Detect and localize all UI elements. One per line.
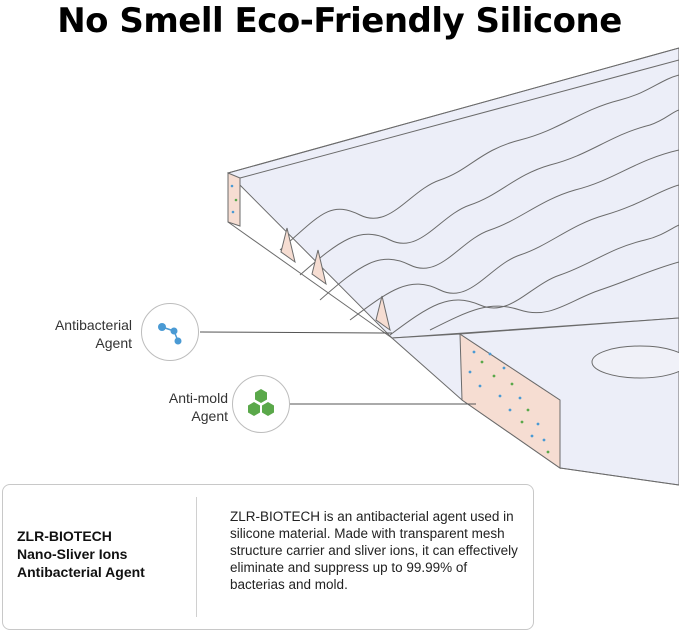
antibacterial-leader-line	[199, 331, 393, 334]
agent-dots	[230, 184, 550, 454]
antimold-label: Anti-mold Agent	[108, 389, 228, 425]
info-description: ZLR-BIOTECH is an antibacterial agent us…	[230, 509, 518, 592]
antibacterial-label-line2: Agent	[95, 335, 132, 351]
antibacterial-label-line1: Antibacterial	[54, 317, 132, 333]
info-heading-line3: Antibacterial Agent	[17, 564, 145, 580]
info-divider	[196, 497, 197, 617]
info-heading-line2: Nano-Sliver Ions	[17, 546, 128, 562]
antimold-label-line2: Agent	[191, 408, 228, 424]
antibacterial-icon-circle	[141, 303, 199, 361]
antibacterial-label: Antibacterial Agent	[12, 316, 132, 352]
antimold-icon-circle	[232, 375, 290, 433]
molecule-icon	[158, 323, 182, 345]
mat-top-surface	[227, 47, 679, 339]
hexagon-cluster-icon	[248, 389, 274, 416]
slab-recess	[591, 345, 679, 379]
info-box: ZLR-BIOTECH Nano-Sliver Ions Antibacteri…	[2, 484, 534, 630]
info-heading: ZLR-BIOTECH Nano-Sliver Ions Antibacteri…	[17, 527, 187, 581]
antimold-label-line1: Anti-mold	[168, 390, 228, 406]
page-title: No Smell Eco-Friendly Silicone	[57, 1, 622, 41]
info-heading-line1: ZLR-BIOTECH	[17, 528, 112, 544]
